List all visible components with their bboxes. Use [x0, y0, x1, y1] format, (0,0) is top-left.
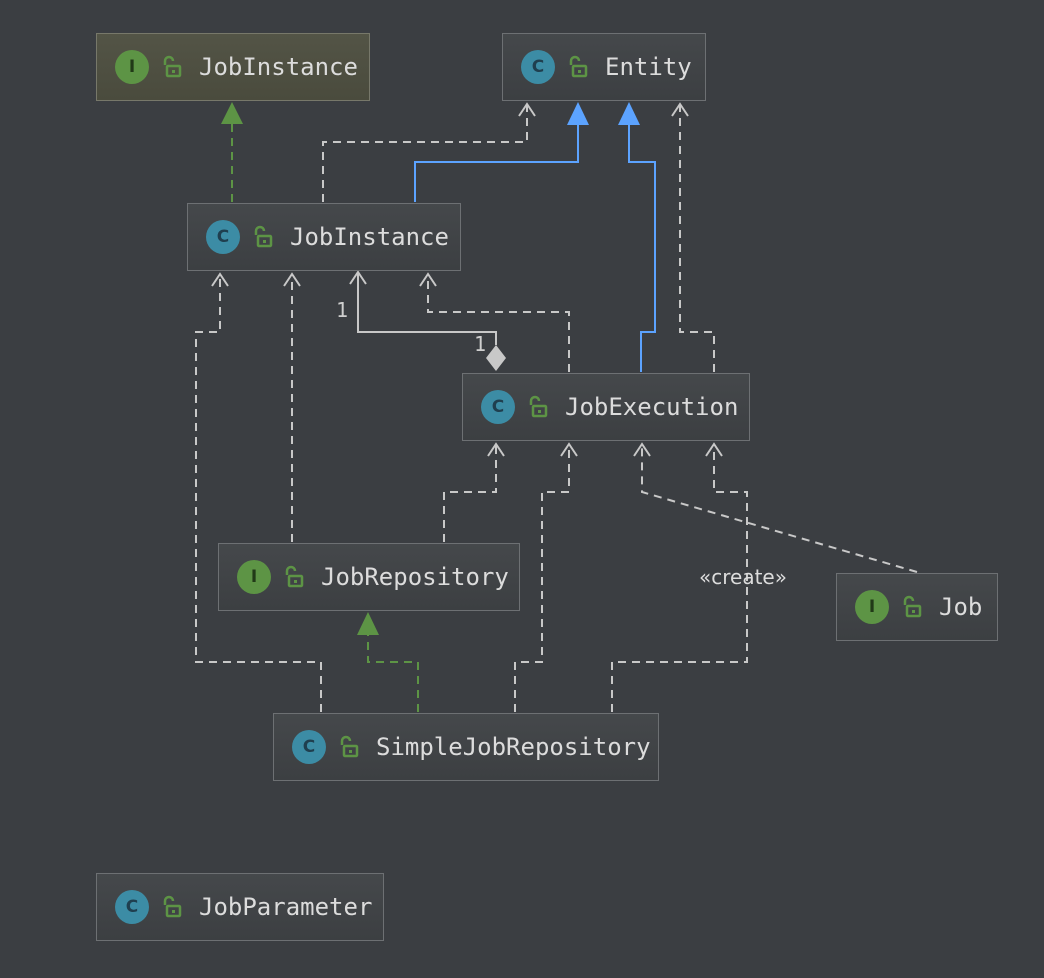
unlocked-icon	[903, 595, 922, 618]
edge-jobinstance-realizes-iface	[221, 102, 243, 202]
hollow-triangle-arrow	[357, 612, 379, 635]
hollow-triangle-arrow	[221, 102, 243, 124]
multiplicity-label: 1	[336, 298, 349, 322]
interface-icon: I	[855, 590, 889, 624]
node-jobinstance-interface[interactable]: I JobInstance	[96, 33, 370, 101]
unlocked-icon	[529, 395, 548, 418]
edge-simplejobrepository-depends-jobexecution	[514, 442, 578, 712]
create-stereotype-label: «create»	[699, 565, 787, 589]
edge-jobexecution-depends-entity	[671, 102, 715, 372]
node-entity[interactable]: C Entity	[502, 33, 706, 101]
unlocked-icon	[163, 55, 182, 78]
node-label: Job	[939, 593, 983, 621]
multiplicity-label: 1	[474, 332, 487, 356]
edge-jobexecution-extends-entity	[618, 102, 656, 372]
class-icon: C	[521, 50, 555, 84]
edge-job-depends-jobexecution	[633, 442, 918, 573]
unlocked-icon	[340, 735, 359, 758]
edge-jobrepository-depends-jobexecution	[443, 442, 505, 542]
edge-jobinstance-extends-entity	[414, 102, 589, 202]
node-jobrepository[interactable]: I JobRepository	[218, 543, 520, 611]
interface-icon: I	[115, 50, 149, 84]
unlocked-icon	[163, 895, 182, 918]
edge-jobinstance-depends-entity	[322, 102, 536, 202]
class-icon: C	[115, 890, 149, 924]
edge-jobrepository-depends-jobinstance	[283, 272, 301, 542]
node-jobinstance-class[interactable]: C JobInstance	[187, 203, 461, 271]
node-jobparameter[interactable]: C JobParameter	[96, 873, 384, 941]
edge-jobexecution-depends-jobinstance	[419, 272, 570, 372]
node-label: JobParameter	[199, 893, 373, 921]
edge-composition-jobexecution-jobinstance	[349, 270, 506, 371]
interface-icon: I	[237, 560, 271, 594]
unlocked-icon	[254, 225, 273, 248]
class-icon: C	[481, 390, 515, 424]
node-label: JobExecution	[565, 393, 739, 421]
unlocked-icon	[569, 55, 588, 78]
node-jobexecution[interactable]: C JobExecution	[462, 373, 750, 441]
edge-simplejobrepository-creates-jobexecution	[611, 442, 748, 712]
class-icon: C	[292, 730, 326, 764]
node-simplejobrepository[interactable]: C SimpleJobRepository	[273, 713, 659, 781]
composition-diamond	[486, 345, 506, 371]
node-label: SimpleJobRepository	[376, 733, 651, 761]
class-icon: C	[206, 220, 240, 254]
node-job[interactable]: I Job	[836, 573, 998, 641]
node-label: JobRepository	[321, 563, 509, 591]
triangle-arrow	[618, 102, 640, 125]
edge-simplejobrepository-realizes-jobrepository	[357, 612, 419, 712]
node-label: JobInstance	[199, 53, 358, 81]
node-label: JobInstance	[290, 223, 449, 251]
triangle-arrow	[567, 102, 589, 125]
node-label: Entity	[605, 53, 692, 81]
unlocked-icon	[285, 565, 304, 588]
edge-simplejobrepository-depends-jobinstance	[195, 272, 322, 712]
